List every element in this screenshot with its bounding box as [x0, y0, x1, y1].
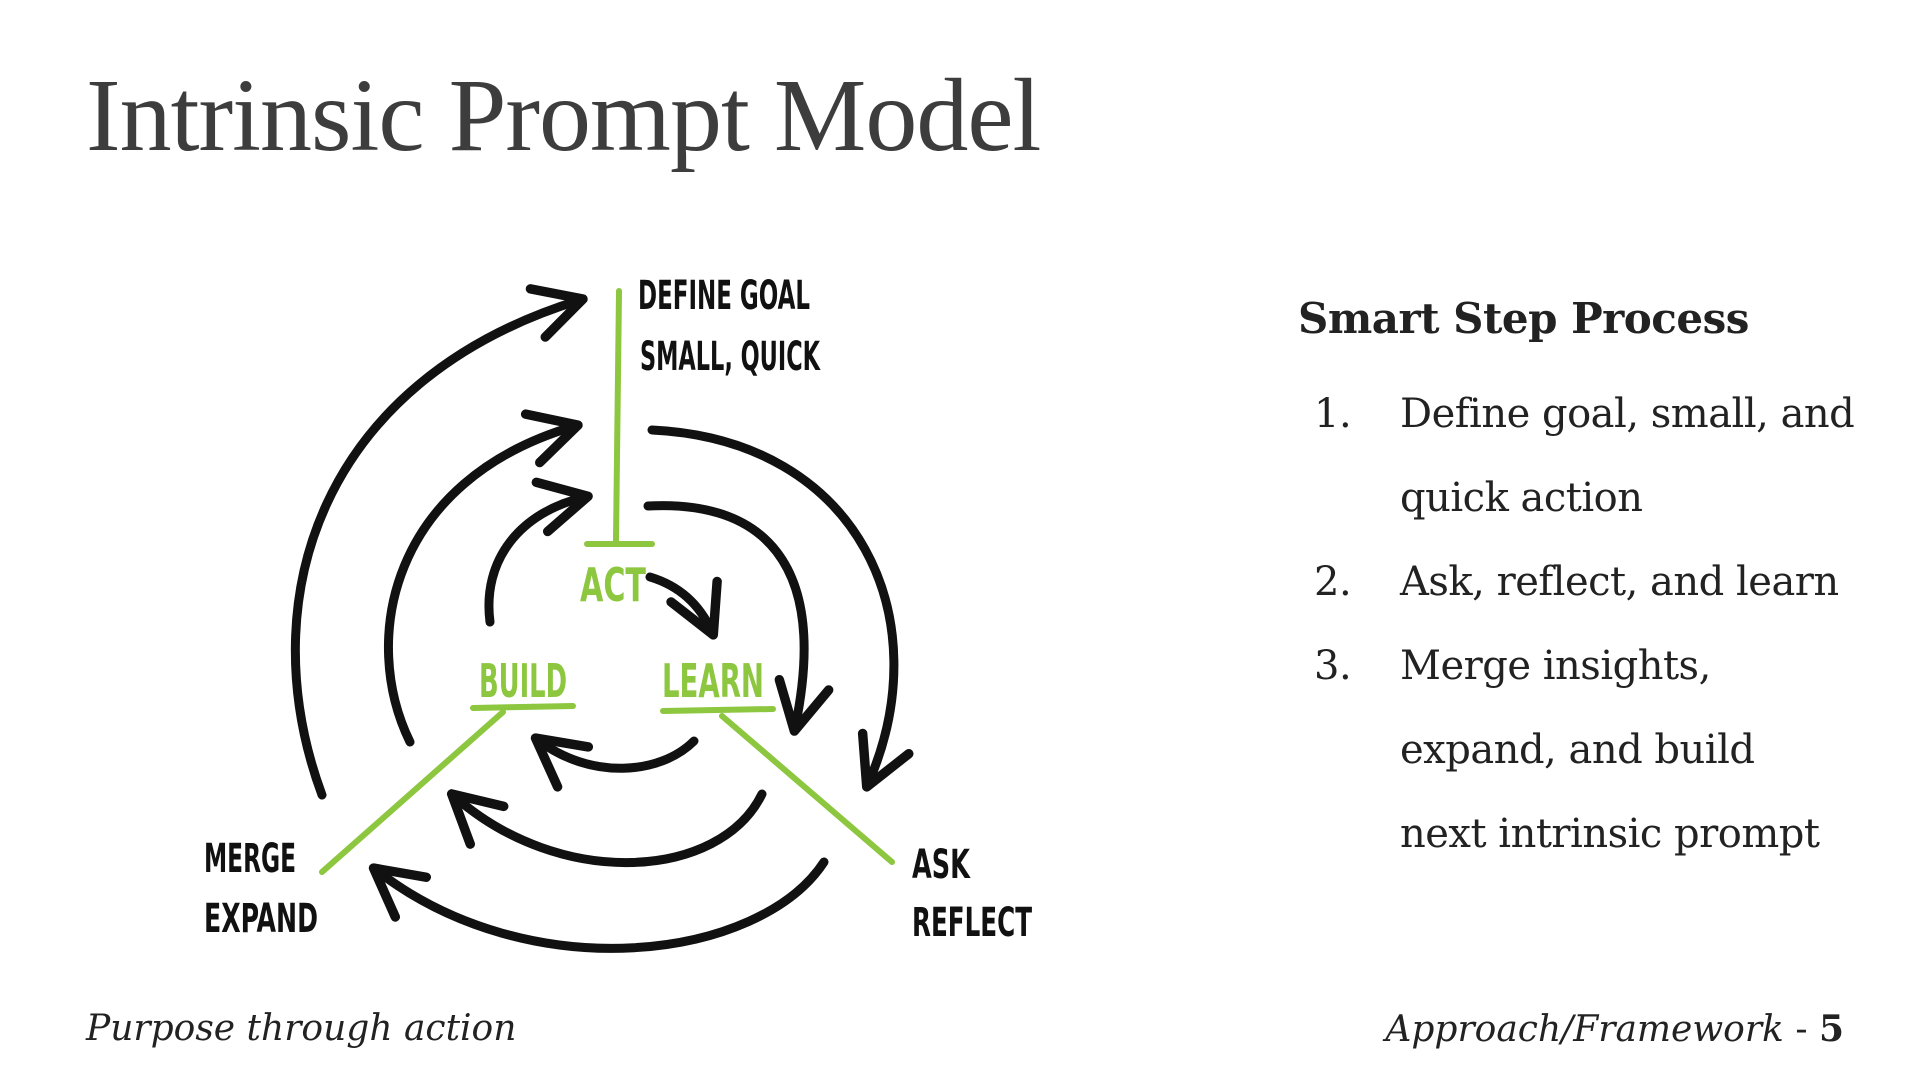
arrow-middle-bottom-left	[446, 789, 767, 867]
green-spokes	[319, 288, 895, 875]
step-text: Define goal, small, and quick action	[1400, 372, 1858, 540]
step-line: quick action	[1400, 475, 1643, 521]
slide-title: Intrinsic Prompt Model	[86, 58, 1041, 173]
arrow-middle-right-down	[643, 501, 834, 736]
step-text: Ask, reflect, and learn	[1400, 540, 1858, 624]
cycle-arrows	[290, 284, 914, 953]
step-line: next intrinsic prompt	[1400, 811, 1820, 857]
spoke-merge	[319, 709, 506, 875]
arrow-outer-left-up	[290, 284, 588, 800]
smart-step-list: 1. Define goal, small, and quick action …	[1298, 372, 1858, 876]
label-ask: ASK	[912, 842, 971, 888]
label-reflect: REFLECT	[912, 900, 1032, 946]
label-define-goal: DEFINE GOAL	[638, 273, 810, 319]
spoke-build-underline	[470, 703, 576, 711]
footer-section: Approach/Framework - 5	[1385, 1008, 1844, 1050]
spoke-ask	[719, 713, 895, 865]
footer-separator: -	[1783, 1009, 1819, 1050]
label-small-quick: SMALL, QUICK	[640, 334, 821, 380]
label-build: BUILD	[479, 654, 567, 708]
spoke-define-goal	[613, 288, 622, 543]
arrow-act-to-learn	[645, 572, 722, 640]
step-text: Merge insights, expand, and build next i…	[1400, 624, 1858, 876]
step-item: 2. Ask, reflect, and learn	[1298, 540, 1858, 624]
footer-section-name: Approach/Framework	[1385, 1009, 1784, 1050]
footer-tagline: Purpose through action	[86, 1008, 517, 1049]
label-act: ACT	[580, 558, 647, 612]
step-item: 3. Merge insights, expand, and build nex…	[1298, 624, 1858, 876]
step-number: 1.	[1314, 391, 1352, 437]
step-number: 2.	[1314, 559, 1352, 605]
label-expand: EXPAND	[204, 896, 318, 942]
arrow-outer-bottom-left	[368, 857, 829, 953]
step-line: Define goal, small, and	[1400, 391, 1855, 437]
page-number: 5	[1818, 1008, 1844, 1050]
label-merge: MERGE	[204, 836, 296, 882]
arrow-inner-build-to-act	[484, 477, 593, 627]
spoke-learn-underline	[660, 706, 776, 714]
smart-step-heading: Smart Step Process	[1298, 294, 1749, 343]
label-learn: LEARN	[662, 654, 764, 708]
step-line: expand, and build	[1400, 727, 1755, 773]
arrow-outer-right-down	[647, 425, 914, 792]
step-number: 3.	[1314, 643, 1352, 689]
arrow-inner-learn-to-build	[530, 733, 699, 792]
step-line: Merge insights,	[1400, 643, 1711, 689]
arrow-middle-left-up	[383, 409, 583, 747]
step-item: 1. Define goal, small, and quick action	[1298, 372, 1858, 540]
step-line: Ask, reflect, and learn	[1400, 559, 1839, 605]
